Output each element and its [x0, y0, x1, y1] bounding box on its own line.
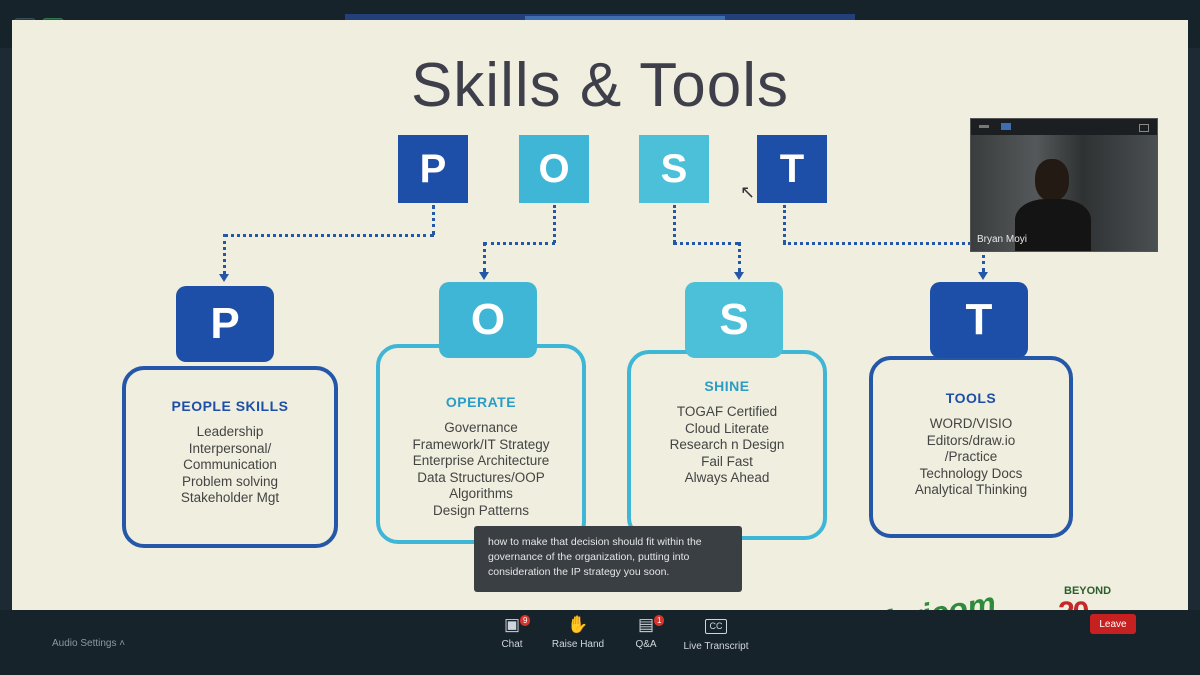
screen-share-indicator-highlight	[525, 16, 725, 21]
meeting-toolbar	[0, 610, 1200, 675]
participant-video-tile[interactable]: Bryan Moyi	[970, 118, 1158, 252]
card-line: Communication	[183, 457, 277, 472]
card-line: Data Structures/OOP	[417, 469, 545, 485]
hand-icon: ✋	[567, 615, 589, 634]
card-tools: TOOLS WORD/VISIO Editors/draw.io /Practi…	[869, 356, 1073, 538]
connector-t-drop	[982, 242, 985, 272]
chevron-up-icon: ˄	[119, 638, 126, 649]
card-line: Editors/draw.io	[926, 432, 1016, 448]
chat-label: Chat	[501, 639, 523, 650]
arrow-down-icon	[479, 272, 489, 280]
live-caption-box: how to make that decision should fit wit…	[474, 526, 742, 592]
letter-box-p: P	[398, 135, 468, 203]
card-line: Fail Fast	[701, 453, 753, 469]
big-letter-s: S	[685, 282, 783, 358]
connector-p-horizontal	[224, 234, 434, 237]
qa-bubble-icon: ▤	[637, 615, 655, 634]
minimize-icon[interactable]	[979, 125, 989, 128]
big-letter-t: T	[930, 282, 1028, 358]
arrow-down-icon	[734, 272, 744, 280]
connector-s-drop	[738, 242, 741, 272]
letter-box-t: T	[757, 135, 827, 203]
card-line: Analytical Thinking	[914, 482, 1028, 497]
maximize-icon[interactable]	[1139, 124, 1149, 132]
letter-box-s: S	[639, 135, 709, 203]
card-line: Leadership	[196, 424, 264, 439]
arrow-down-icon	[978, 272, 988, 280]
card-title: OPERATE	[445, 394, 517, 410]
chat-badge: 9	[520, 615, 531, 626]
card-line: Algorithms	[449, 486, 513, 501]
card-title: SHINE	[704, 378, 750, 394]
qa-button[interactable]: ▤ 1 Q&A	[610, 615, 682, 650]
card-shine: SHINE TOGAF Certified Cloud Literate Res…	[627, 350, 827, 540]
closed-caption-icon: CC	[705, 619, 727, 634]
card-line: Interpersonal/	[188, 440, 272, 456]
card-title: PEOPLE SKILLS	[171, 398, 289, 414]
connector-p-vertical	[432, 205, 435, 235]
card-line: TOGAF Certified	[676, 404, 778, 419]
connector-o-horizontal	[484, 242, 555, 245]
mouse-pointer-icon: ↖	[740, 182, 756, 203]
connector-o-vertical	[553, 205, 556, 243]
qa-label: Q&A	[635, 639, 657, 650]
qa-badge: 1	[654, 615, 665, 626]
card-line: Always Ahead	[684, 470, 770, 485]
card-line: Problem solving	[181, 473, 279, 489]
participant-name: Bryan Moyi	[977, 234, 1028, 245]
beyond-logo-text: BEYOND	[1064, 585, 1112, 597]
card-line: Technology Docs	[919, 465, 1023, 481]
big-letter-p: P	[176, 286, 274, 362]
chat-bubble-icon: ▣	[503, 615, 521, 634]
card-line: /Practice	[944, 449, 998, 464]
live-transcript-label: Live Transcript	[683, 641, 749, 652]
card-line: Cloud Literate	[684, 420, 770, 436]
slide-title: Skills & Tools	[410, 51, 790, 120]
card-line: Design Patterns	[432, 502, 530, 518]
card-line: Stakeholder Mgt	[180, 490, 280, 505]
participant-head	[1035, 159, 1069, 201]
safaricom-logo: Safaricom	[840, 585, 999, 610]
twenty-logo: 20	[1058, 596, 1089, 610]
shared-slide: Skills & Tools P O S T PEOPLE SKILLS Lea…	[12, 20, 1188, 610]
connector-o-drop	[483, 242, 486, 272]
big-letter-o: O	[439, 282, 537, 358]
connector-t-horizontal	[783, 242, 983, 245]
raise-hand-label: Raise Hand	[551, 639, 605, 650]
arrow-down-icon	[219, 274, 229, 282]
live-transcript-button[interactable]: CC Live Transcript	[676, 615, 756, 652]
video-view-icon[interactable]	[1001, 123, 1011, 130]
card-people-skills: PEOPLE SKILLS Leadership Interpersonal/ …	[122, 366, 338, 548]
leave-button[interactable]: Leave	[1090, 614, 1136, 634]
chat-button[interactable]: ▣ 9 Chat	[476, 615, 548, 650]
card-operate: OPERATE Governance Framework/IT Strategy…	[376, 344, 586, 544]
card-line: Research n Design	[669, 437, 785, 452]
card-line: Framework/IT Strategy	[412, 436, 550, 452]
connector-s-vertical	[673, 205, 676, 243]
connector-s-horizontal	[673, 242, 739, 245]
participant-body	[1015, 199, 1091, 251]
connector-p-drop	[223, 234, 226, 274]
audio-settings-label: Audio Settings	[52, 638, 117, 649]
card-line: Enterprise Architecture	[412, 453, 550, 468]
raise-hand-button[interactable]: ✋ Raise Hand	[542, 615, 614, 650]
video-tile-toolbar	[971, 119, 1157, 135]
audio-settings-button[interactable]: Audio Settings ˄	[52, 638, 125, 649]
card-line: WORD/VISIO	[929, 416, 1013, 431]
card-line: Governance	[444, 420, 518, 435]
letter-box-o: O	[519, 135, 589, 203]
connector-t-vertical	[783, 205, 786, 243]
card-title: TOOLS	[945, 390, 997, 406]
